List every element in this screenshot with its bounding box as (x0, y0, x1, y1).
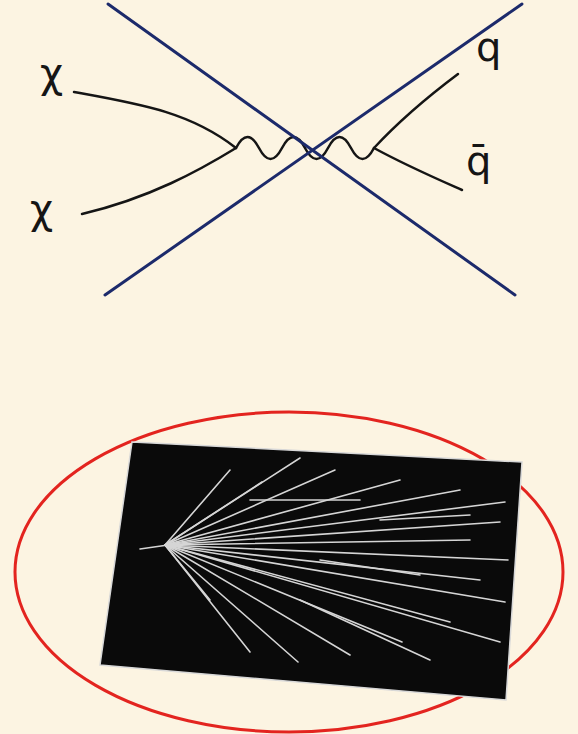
track (380, 515, 470, 520)
fermion-line (374, 148, 462, 190)
track (165, 545, 250, 652)
cross-out (105, 4, 522, 295)
track (165, 522, 500, 545)
particle-label: q (476, 24, 501, 70)
track (165, 545, 402, 642)
track (165, 545, 350, 655)
particle-label: q̄ (466, 138, 491, 184)
track (165, 470, 230, 545)
track (165, 480, 400, 545)
particle-label: χ (30, 186, 53, 232)
track-photo (100, 442, 522, 700)
track (165, 502, 505, 545)
track (165, 545, 508, 560)
track (250, 499, 360, 501)
fermion-line (74, 92, 236, 148)
fermion-line (374, 74, 458, 148)
cross-line (105, 4, 522, 295)
track (165, 545, 298, 662)
track (300, 600, 430, 660)
track (165, 482, 262, 545)
track (140, 545, 168, 549)
track (165, 545, 480, 580)
highlight-ellipse (15, 412, 563, 732)
track (165, 545, 210, 600)
track (165, 545, 500, 642)
fermion-line (82, 148, 236, 214)
track (165, 540, 470, 545)
feynman-diagram (74, 74, 462, 214)
particle-label: χ (40, 50, 63, 96)
track (320, 560, 420, 575)
particle-tracks (140, 458, 508, 662)
